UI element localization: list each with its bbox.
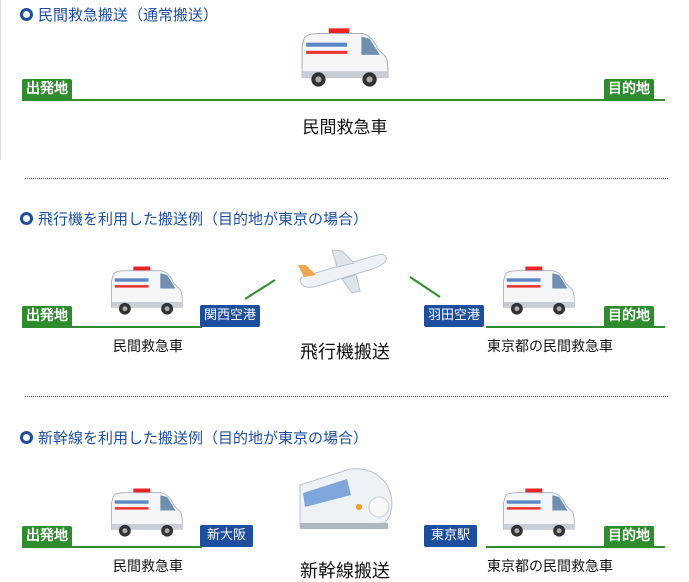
- departure-station-label: 新大阪: [200, 525, 254, 547]
- departure-airport-label: 関西空港: [200, 305, 261, 327]
- dotted-divider: [25, 178, 668, 179]
- caption-right: 東京都の民間救急車: [487, 339, 613, 355]
- ambulance-icon: [500, 262, 576, 320]
- destination-label: 目的地: [604, 79, 654, 100]
- section-title-shinkansen: 新幹線を利用した搬送例（目的地が東京の場合）: [20, 427, 368, 448]
- ambulance-icon: [108, 262, 184, 320]
- shinkansen-train-icon: [299, 468, 393, 529]
- caption-left: 民間救急車: [113, 339, 183, 355]
- route-line-right: [486, 546, 665, 548]
- section-title-text: 新幹線を利用した搬送例（目的地が東京の場合）: [38, 429, 369, 447]
- destination-label: 目的地: [604, 526, 654, 547]
- bullet-ring-icon: [20, 8, 33, 21]
- caption-center: 新幹線搬送: [300, 561, 390, 582]
- flight-path-lines: [244, 276, 441, 300]
- section-title-text: 民間救急搬送（通常搬送）: [38, 6, 219, 24]
- bullet-ring-icon: [20, 212, 33, 225]
- left-border: [0, 0, 1, 160]
- route-line-right: [486, 326, 665, 328]
- bullet-ring-icon: [20, 431, 33, 444]
- dotted-divider: [25, 396, 668, 397]
- origin-label: 出発地: [22, 306, 72, 327]
- airplane-icon: [298, 249, 387, 294]
- caption-ambulance: 民間救急車: [302, 118, 388, 138]
- caption-center: 飛行機搬送: [300, 342, 390, 363]
- section-title-airplane: 飛行機を利用した搬送例（目的地が東京の場合）: [20, 208, 368, 229]
- arrival-station-label: 東京駅: [424, 525, 478, 547]
- ambulance-icon: [108, 484, 184, 542]
- caption-left: 民間救急車: [113, 559, 183, 575]
- destination-label: 目的地: [604, 306, 654, 327]
- origin-label: 出発地: [22, 79, 72, 100]
- arrival-airport-label: 羽田空港: [424, 305, 485, 327]
- origin-label: 出発地: [22, 526, 72, 547]
- section-title-standard: 民間救急搬送（通常搬送）: [20, 4, 218, 25]
- ambulance-icon: [500, 484, 576, 542]
- route-line: [22, 99, 665, 101]
- ambulance-icon: [298, 26, 390, 90]
- section-title-text: 飛行機を利用した搬送例（目的地が東京の場合）: [38, 210, 369, 228]
- caption-right: 東京都の民間救急車: [487, 559, 613, 575]
- route-line-left: [22, 546, 202, 548]
- route-line-left: [22, 326, 202, 328]
